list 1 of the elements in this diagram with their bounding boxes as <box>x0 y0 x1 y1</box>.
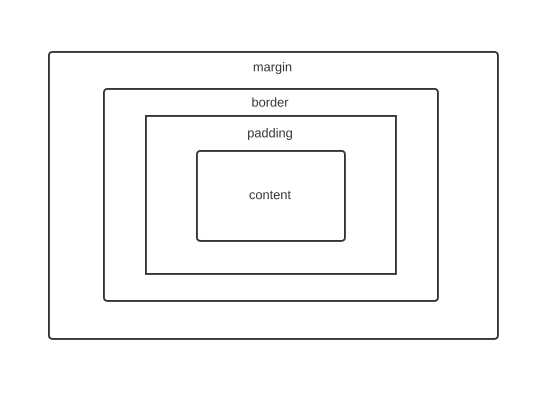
rounded-box: content <box>196 150 346 242</box>
